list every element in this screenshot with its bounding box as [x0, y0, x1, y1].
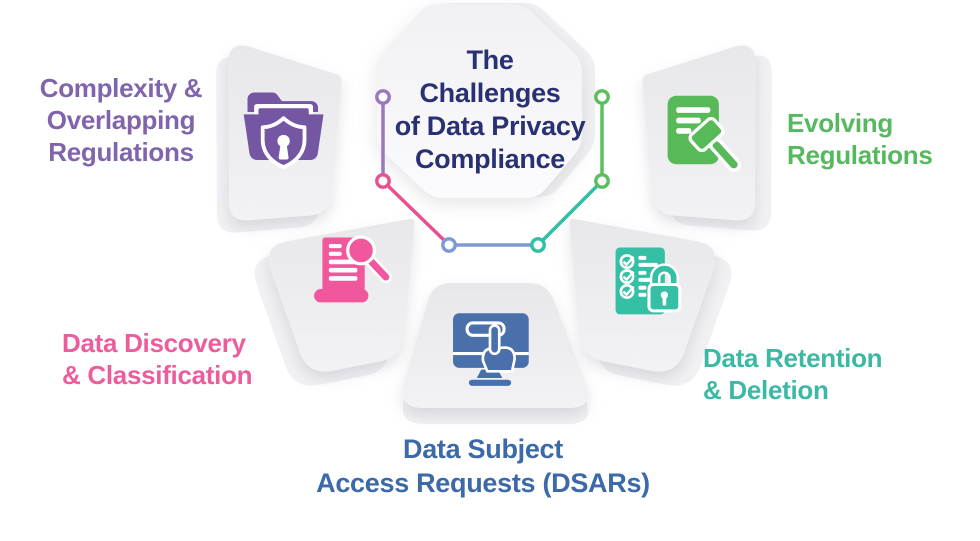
- connector: [381, 95, 604, 247]
- checklist-lock-icon: [615, 247, 682, 315]
- label-line: & Deletion: [703, 375, 829, 405]
- label-line: Regulations: [48, 137, 194, 167]
- document-magnifier-icon: [314, 235, 392, 303]
- label-line: Evolving: [787, 108, 893, 138]
- connector-segment-teal: [536, 179, 604, 247]
- monitor-click-icon: [453, 313, 529, 386]
- title-line: The: [466, 45, 514, 75]
- connector-node-teal-right: [530, 237, 546, 253]
- connector-nodes: [375, 89, 610, 253]
- label-line: Complexity &: [39, 73, 203, 103]
- label-line: Data Discovery: [62, 328, 246, 358]
- title-line: of Data Privacy: [394, 111, 586, 141]
- center-title: The Challenges of Data Privacy Complianc…: [360, 44, 620, 176]
- label-line: Regulations: [787, 140, 933, 170]
- label-line: Data Retention: [703, 343, 883, 373]
- title-line: Compliance: [414, 144, 566, 174]
- label-data-retention-deletion: Data Retention & Deletion: [703, 342, 883, 406]
- label-line: Access Requests (DSARs): [316, 468, 650, 498]
- label-line: Data Subject: [403, 434, 563, 464]
- connector-segment-pink: [381, 179, 451, 247]
- connector-node-pink-junction: [375, 173, 391, 189]
- connector-node-green-junction: [594, 173, 610, 189]
- connector-node-green-top: [594, 89, 610, 105]
- label-complexity-overlapping-regulations: Complexity & Overlapping Regulations: [14, 72, 228, 168]
- document-gavel-icon: [667, 95, 741, 172]
- label-data-subject-access-requests: Data Subject Access Requests (DSARs): [283, 432, 683, 500]
- center-octagon: [377, 4, 582, 198]
- connector-node-purple-top: [375, 89, 391, 105]
- connector-node-blue-left: [441, 237, 457, 253]
- label-line: & Classification: [62, 360, 253, 390]
- label-data-discovery-classification: Data Discovery & Classification: [62, 327, 253, 391]
- label-evolving-regulations: Evolving Regulations: [787, 107, 933, 171]
- title-line: Challenges: [419, 78, 561, 108]
- folder-shield-icon: [243, 92, 324, 170]
- label-line: Overlapping: [46, 105, 196, 135]
